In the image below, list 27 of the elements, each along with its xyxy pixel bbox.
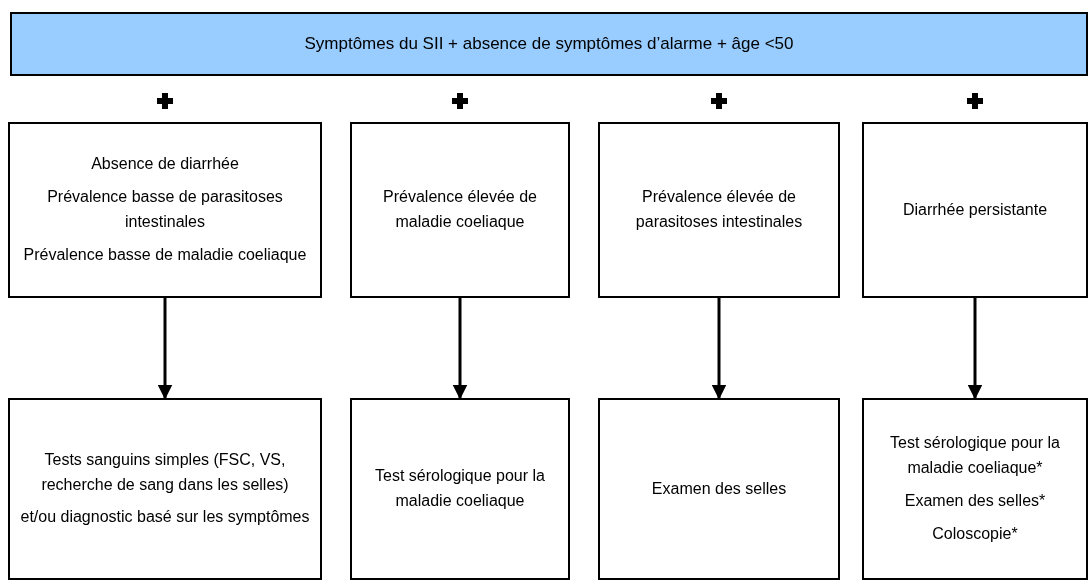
process-box bbox=[350, 398, 570, 580]
process-box bbox=[598, 122, 840, 298]
arrow bbox=[157, 298, 173, 400]
box-text: Absence de diarrhée bbox=[91, 154, 239, 175]
box-text: Test sérologique pour la maladie coeliaque* bbox=[889, 433, 1061, 479]
process-box bbox=[862, 398, 1088, 580]
box-text: Tests sanguins simples (FSC, VS, recherche de sang dans les selles) bbox=[40, 449, 290, 495]
process-box bbox=[8, 122, 322, 298]
arrow bbox=[711, 298, 727, 400]
arrow bbox=[967, 298, 983, 400]
box-text: Examen des selles bbox=[651, 478, 787, 499]
box-text: Prévalence basse de parasitoses intestinales bbox=[46, 187, 284, 232]
arrow bbox=[452, 298, 468, 400]
box-text: Test sérologique pour la maladie coeliaque bbox=[374, 466, 546, 511]
process-box bbox=[598, 398, 840, 580]
box-text: Symptômes du SII + absence de symptômes d’alarme + âge <50 bbox=[304, 32, 794, 55]
process-box bbox=[8, 398, 322, 580]
box-text: Prévalence basse de maladie coeliaque bbox=[23, 244, 307, 265]
box-text: et/ou diagnostic basé sur les symptômes bbox=[20, 507, 310, 528]
box-text: Prévalence élevée de maladie coeliaque bbox=[382, 187, 538, 232]
box-text: Diarrhée persistante bbox=[902, 199, 1048, 220]
box-text: Coloscopie* bbox=[932, 523, 1018, 544]
header-box bbox=[10, 12, 1088, 76]
box-text: Examen des selles* bbox=[904, 491, 1046, 511]
process-box bbox=[350, 122, 570, 298]
process-box bbox=[862, 122, 1088, 298]
box-text: Prévalence élevée de parasitoses intestinales bbox=[634, 187, 804, 232]
